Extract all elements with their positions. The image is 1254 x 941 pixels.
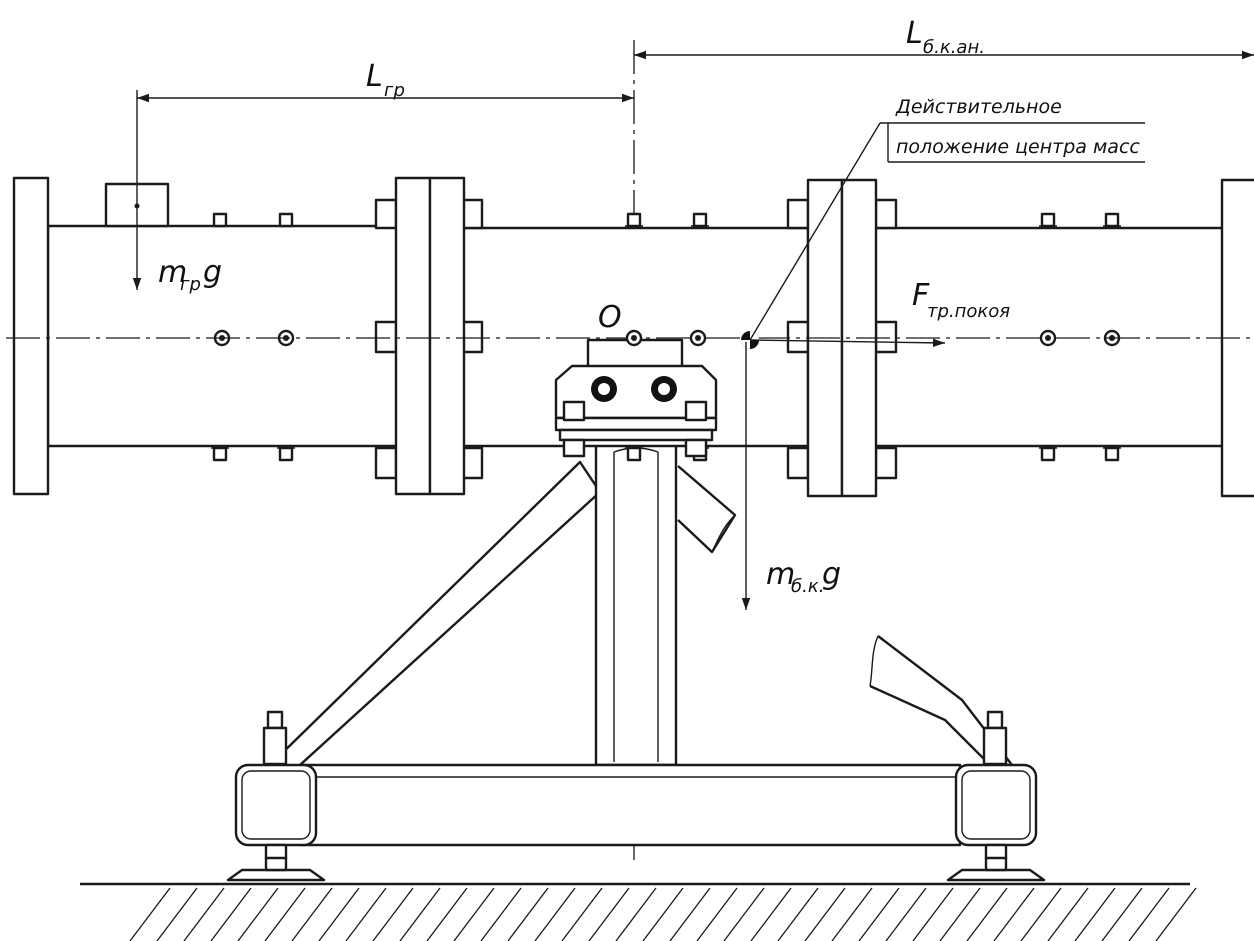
svg-text:гр: гр	[384, 80, 405, 101]
svg-text:гр: гр	[180, 274, 201, 295]
label-l-cargo: L гр	[366, 59, 405, 101]
left-brace	[269, 460, 602, 766]
note-line-1: Действительное	[895, 96, 1062, 118]
right-foot-bolt	[982, 710, 1008, 766]
svg-text:F: F	[912, 278, 930, 313]
pipe-studs	[211, 212, 1121, 462]
svg-text:m: m	[766, 557, 795, 592]
ground	[80, 882, 1197, 941]
friction-vector	[749, 338, 946, 348]
label-origin: O	[598, 300, 622, 335]
left-end-flange	[12, 176, 50, 496]
note-line-2: положение центра масс	[896, 136, 1140, 158]
label-friction-force: F тр.покоя	[912, 278, 1010, 322]
left-flange-joint	[374, 176, 484, 496]
svg-text:б.к.: б.к.	[791, 576, 824, 597]
right-leveling-foot	[946, 843, 1046, 882]
svg-text:L: L	[366, 59, 383, 94]
label-l-anchor: L б.к.ан.	[906, 16, 985, 58]
center-of-mass-leader	[749, 122, 1145, 341]
left-foot-block	[234, 763, 318, 847]
left-foot-bolt	[262, 710, 288, 766]
svg-text:m: m	[158, 255, 187, 290]
ground-hatching	[129, 887, 1197, 941]
svg-text:g: g	[822, 557, 841, 592]
svg-text:б.к.ан.: б.к.ан.	[923, 37, 985, 58]
svg-text:L: L	[906, 16, 923, 51]
support-frame	[226, 443, 1046, 882]
center-column	[594, 443, 678, 767]
dimension-l-cargo	[136, 90, 634, 206]
label-mass-force: m б.к. g	[766, 557, 841, 597]
base-beam	[298, 763, 962, 847]
label-cargo-force: m гр g	[158, 255, 222, 295]
svg-text:g: g	[203, 255, 222, 290]
right-foot-block	[954, 763, 1038, 847]
left-leveling-foot	[226, 843, 326, 882]
right-brace-upper	[677, 465, 737, 554]
svg-text:тр.покоя: тр.покоя	[927, 301, 1010, 322]
